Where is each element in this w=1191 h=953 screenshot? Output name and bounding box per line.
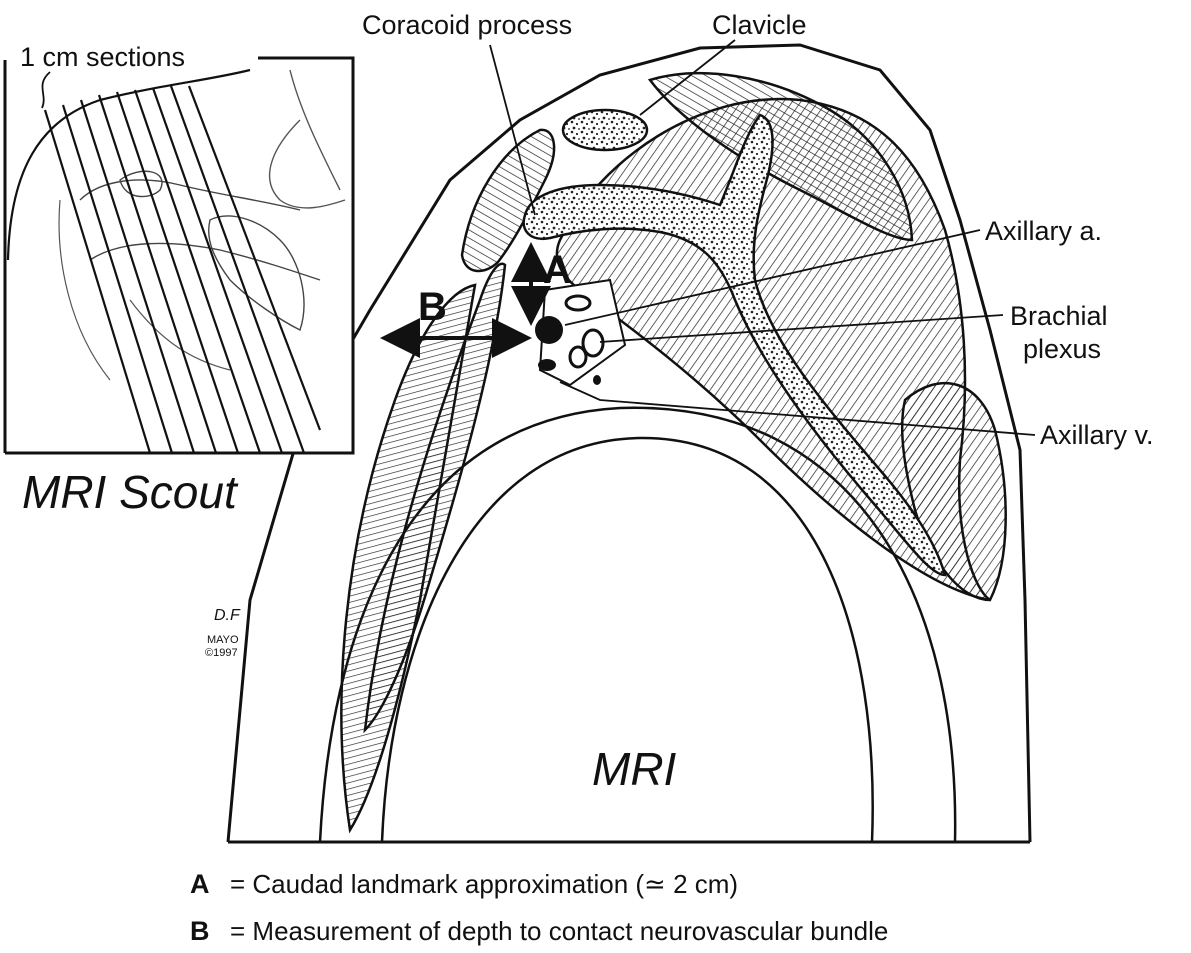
small-vessel	[593, 375, 601, 385]
signature-initials: D.F	[214, 607, 241, 624]
legend-key-a: A	[190, 869, 210, 899]
legend-key-b: B	[190, 916, 210, 946]
neurovascular-bundle	[535, 280, 625, 385]
legend-text-a: = Caudad landmark approximation (≃ 2 cm)	[230, 869, 738, 899]
mri-title: MRI	[592, 743, 677, 795]
marker-a-label: A	[543, 248, 572, 292]
axillary-vein	[538, 359, 556, 371]
signature-org: MAYO	[207, 634, 239, 646]
axillary-artery	[535, 316, 563, 344]
scout-title: MRI Scout	[22, 466, 239, 518]
label-axillary-v: Axillary v.	[1040, 420, 1154, 450]
legend: A = Caudad landmark approximation (≃ 2 c…	[190, 869, 888, 946]
clavicle-bone	[563, 110, 647, 150]
label-axillary-a: Axillary a.	[985, 216, 1102, 246]
brachial-plexus-1	[566, 296, 590, 310]
label-plexus: plexus	[1023, 334, 1101, 364]
signature: D.F MAYO ©1997	[205, 607, 241, 659]
brachial-plexus-3	[570, 347, 586, 367]
label-clavicle: Clavicle	[712, 10, 807, 40]
mri-scout-inset: 1 cm sections MRI Scout	[5, 42, 353, 518]
scout-sections-label: 1 cm sections	[20, 42, 185, 72]
marker-b-label: B	[418, 285, 447, 329]
label-brachial: Brachial	[1010, 301, 1108, 331]
signature-year: ©1997	[205, 647, 238, 659]
scout-frame	[5, 55, 353, 453]
legend-text-b: = Measurement of depth to contact neurov…	[230, 916, 888, 946]
label-coracoid-process: Coracoid process	[362, 10, 572, 40]
